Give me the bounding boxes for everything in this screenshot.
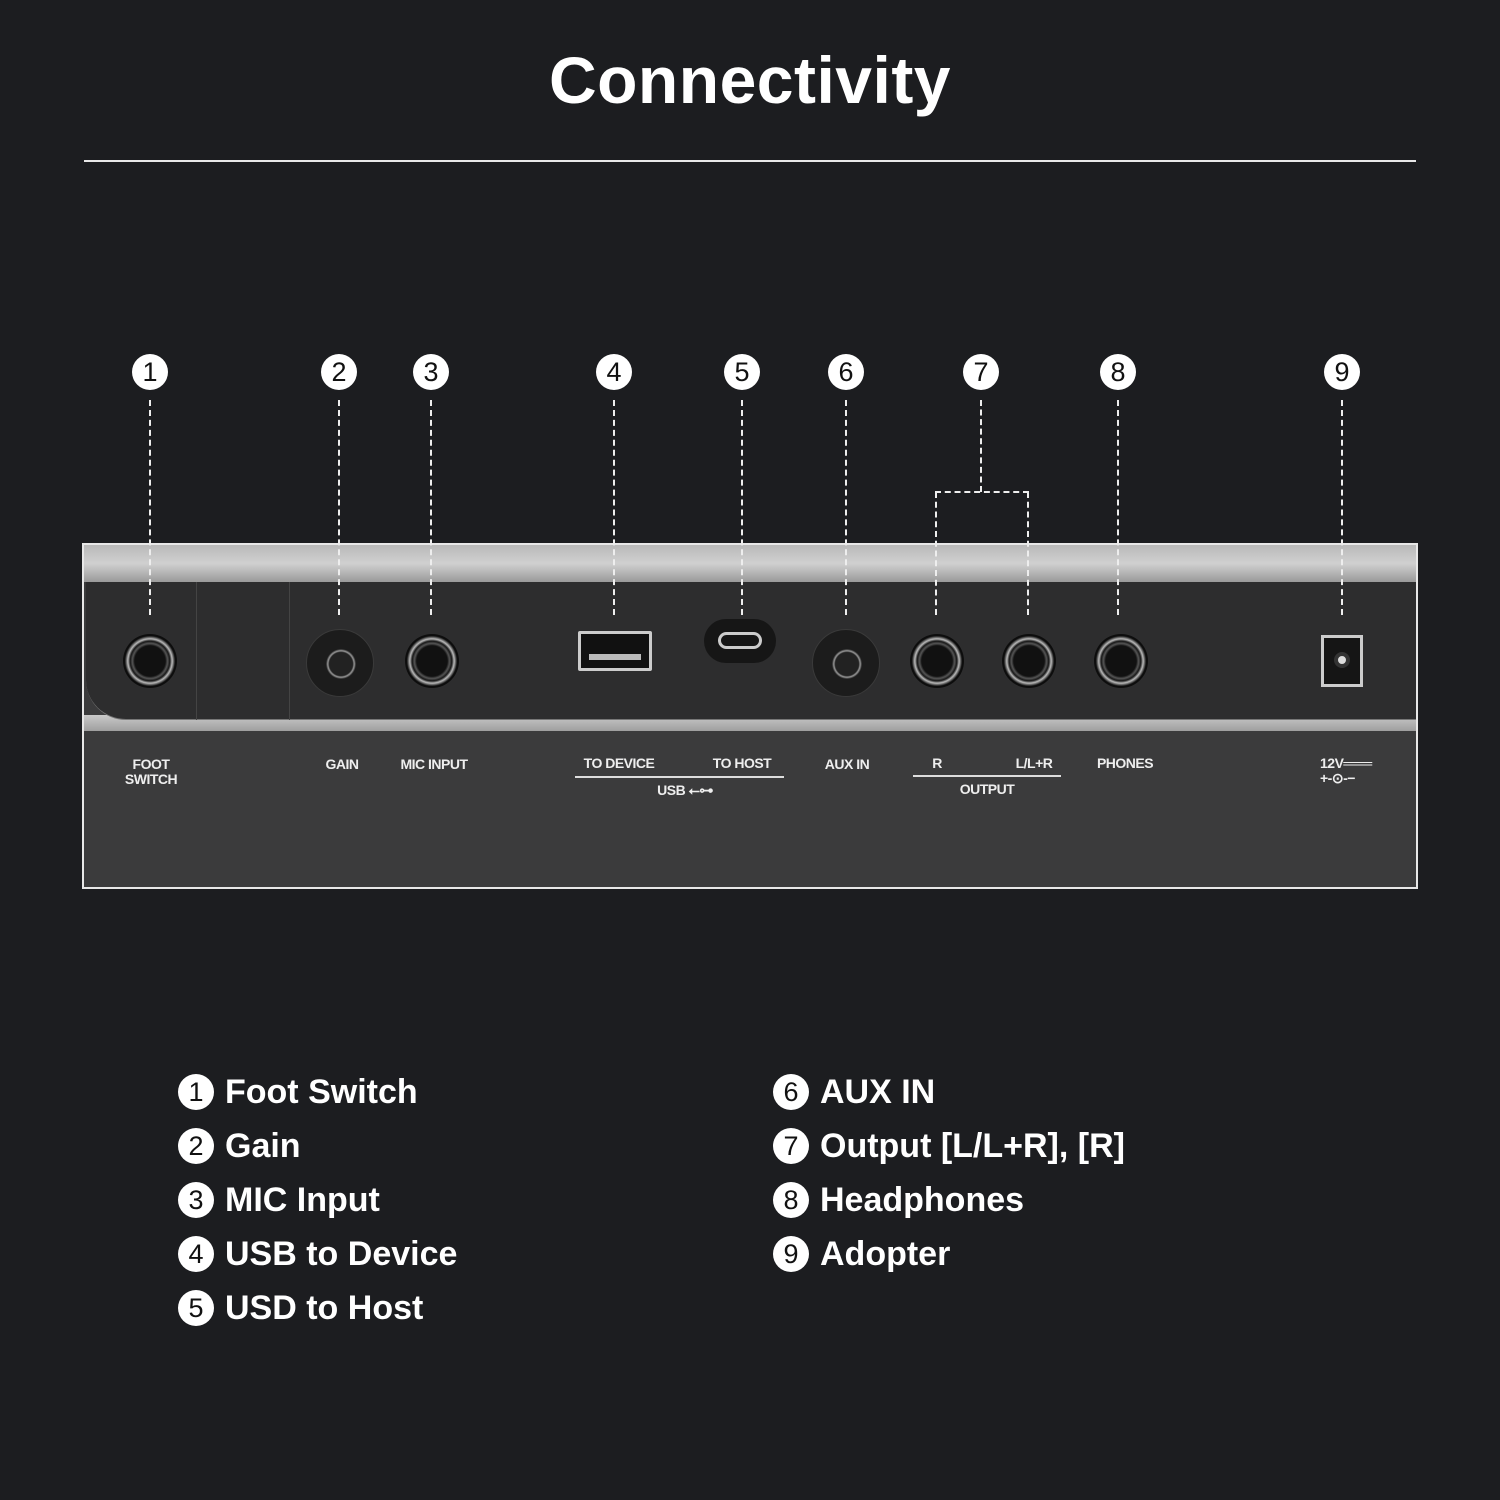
callout-9: 9 [1324, 354, 1360, 390]
usb-label: USB ⭠⊶ [640, 783, 730, 798]
leader-7-l [1027, 492, 1029, 615]
legend-item: 2 Gain [178, 1119, 457, 1173]
output-bracket-line [913, 775, 1061, 777]
leader-7-bracket [935, 491, 1029, 493]
gain-label: GAIN [325, 756, 360, 772]
panel-seam [289, 582, 290, 720]
callout-4: 4 [596, 354, 632, 390]
callout-1: 1 [132, 354, 168, 390]
output-l-label: L/L+R [1015, 755, 1053, 771]
gain-knob [306, 629, 374, 697]
title-divider [84, 160, 1416, 162]
mic-input-label: MIC INPUT [400, 756, 468, 772]
legend-label: Headphones [820, 1181, 1025, 1219]
output-l-jack [1002, 634, 1056, 688]
legend-right: 6 AUX IN 7 Output [L/L+R], [R] 8 Headphones… [773, 1065, 1125, 1281]
legend-number: 9 [773, 1236, 809, 1272]
output-label: OUTPUT [959, 781, 1015, 797]
legend-item: 3 MIC Input [178, 1173, 457, 1227]
usb-c-port [704, 619, 776, 663]
phones-jack [1094, 634, 1148, 688]
leader-9 [1341, 400, 1343, 615]
callout-3: 3 [413, 354, 449, 390]
legend-item: 9 Adopter [773, 1227, 1125, 1281]
leader-7-r [935, 492, 937, 615]
foot-switch-label-line1: FOOT [132, 756, 170, 772]
leader-1 [149, 400, 151, 615]
legend-item: 7 Output [L/L+R], [R] [773, 1119, 1125, 1173]
foot-switch-jack [123, 634, 177, 688]
legend-number: 4 [178, 1236, 214, 1272]
leader-2 [338, 400, 340, 615]
leader-7 [980, 400, 982, 492]
callout-7: 7 [963, 354, 999, 390]
legend-label: Adopter [820, 1235, 951, 1273]
dc-symbol-icon: ═══+-⊙-− [1320, 755, 1372, 786]
legend-item: 5 USD to Host [178, 1281, 457, 1335]
legend-number: 6 [773, 1074, 809, 1110]
callout-8: 8 [1100, 354, 1136, 390]
legend-number: 2 [178, 1128, 214, 1164]
panel-seam [196, 582, 197, 720]
usb-icon: ⭠⊶ [688, 782, 714, 798]
usb-bracket-line [575, 776, 784, 778]
legend-item: 4 USB to Device [178, 1227, 457, 1281]
leader-3 [430, 400, 432, 615]
legend-label: MIC Input [225, 1181, 380, 1219]
usb-a-port [578, 631, 652, 671]
leader-8 [1117, 400, 1119, 615]
legend-number: 1 [178, 1074, 214, 1110]
legend-number: 7 [773, 1128, 809, 1164]
legend-number: 5 [178, 1290, 214, 1326]
aux-in-label: AUX IN [824, 756, 870, 772]
output-r-label: R [932, 755, 942, 771]
usb-label-text: USB [657, 782, 686, 798]
legend-label: Gain [225, 1127, 301, 1165]
dc-12v-text: 12V [1320, 755, 1344, 771]
page-title: Connectivity [548, 43, 952, 117]
legend-number: 3 [178, 1182, 214, 1218]
legend-number: 8 [773, 1182, 809, 1218]
output-r-jack [910, 634, 964, 688]
leader-6 [845, 400, 847, 615]
dc-12v-label: 12V═══+-⊙-− [1320, 756, 1374, 786]
legend-label: USD to Host [225, 1289, 424, 1327]
leader-5 [741, 400, 743, 615]
legend-label: Output [L/L+R], [R] [820, 1127, 1125, 1165]
callout-6: 6 [828, 354, 864, 390]
to-host-label: TO HOST [712, 755, 772, 771]
to-device-label: TO DEVICE [583, 755, 655, 771]
callout-2: 2 [321, 354, 357, 390]
legend-item: 6 AUX IN [773, 1065, 1125, 1119]
legend-label: AUX IN [820, 1073, 936, 1111]
legend-item: 1 Foot Switch [178, 1065, 457, 1119]
aux-in-jack [812, 629, 880, 697]
dc-in-port [1321, 635, 1363, 687]
panel-top-trim [84, 545, 1416, 582]
leader-4 [613, 400, 615, 615]
legend-label: USB to Device [225, 1235, 458, 1273]
mic-input-jack [405, 634, 459, 688]
foot-switch-label-line2: SWITCH [124, 771, 178, 787]
legend-label: Foot Switch [225, 1073, 418, 1111]
callout-5: 5 [724, 354, 760, 390]
legend-left: 1 Foot Switch 2 Gain 3 MIC Input 4 USB to De… [178, 1065, 457, 1335]
phones-label: PHONES [1096, 755, 1154, 771]
legend-item: 8 Headphones [773, 1173, 1125, 1227]
